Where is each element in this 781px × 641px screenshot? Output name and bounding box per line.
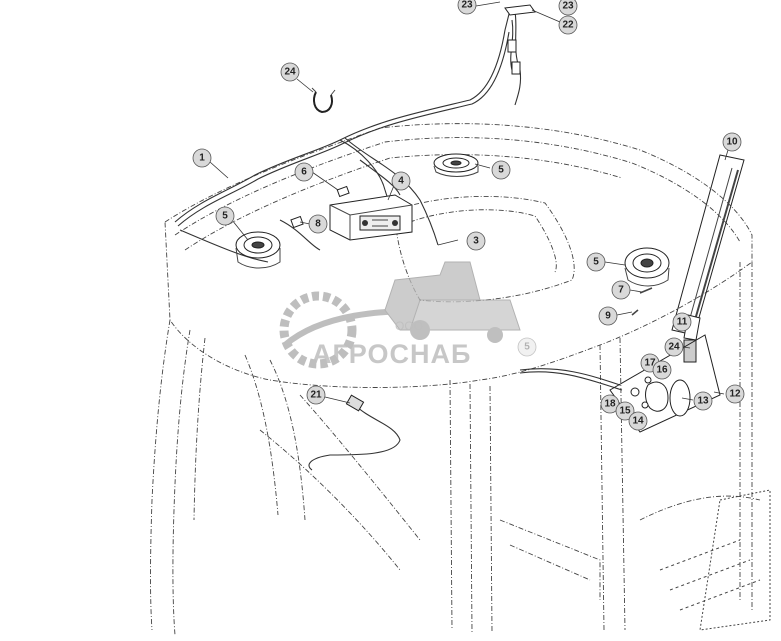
callout-14: 14 bbox=[628, 411, 648, 431]
callout-12-label: 12 bbox=[729, 389, 741, 400]
callout-7-label: 7 bbox=[618, 285, 624, 296]
callout-4-label: 4 bbox=[398, 176, 404, 187]
callout-13: 13 bbox=[693, 391, 713, 411]
callout-16-label: 16 bbox=[656, 365, 668, 376]
callout-1-label: 1 bbox=[199, 153, 205, 164]
connector-6 bbox=[336, 185, 350, 198]
callout-22b: 23 bbox=[558, 0, 578, 16]
callout-3-label: 3 bbox=[473, 236, 479, 247]
connector-8 bbox=[290, 215, 304, 229]
callout-8-label: 8 bbox=[315, 219, 321, 230]
screw-9 bbox=[631, 309, 639, 316]
callout-5-left-label: 5 bbox=[222, 211, 228, 222]
callout-10: 10 bbox=[722, 132, 742, 152]
callout-1: 1 bbox=[192, 148, 212, 168]
watermark-brand: АГРОСНАБ bbox=[312, 339, 471, 369]
callout-9-label: 9 bbox=[605, 311, 611, 322]
callout-13-label: 13 bbox=[697, 396, 709, 407]
callout-7: 7 bbox=[611, 280, 631, 300]
callout-20-label: 21 bbox=[310, 390, 322, 401]
screw-7 bbox=[639, 287, 653, 294]
callout-21: 22 bbox=[558, 15, 578, 35]
clip-24 bbox=[311, 87, 336, 114]
callout-3: 3 bbox=[466, 231, 486, 251]
callout-9: 9 bbox=[598, 306, 618, 326]
speaker-center bbox=[433, 153, 479, 177]
callout-15-label: 15 bbox=[619, 406, 631, 417]
callout-23: 24 bbox=[664, 337, 684, 357]
callout-4: 4 bbox=[391, 171, 411, 191]
watermark-logo: ООО АГРОСНАБ bbox=[279, 261, 521, 369]
callout-18-label: 18 bbox=[604, 399, 616, 410]
callout-10-label: 10 bbox=[726, 137, 738, 148]
callout-6: 6 bbox=[294, 162, 314, 182]
cab-frame bbox=[150, 123, 771, 636]
callout-5-center: 5 bbox=[491, 160, 511, 180]
wiring-harness bbox=[174, 9, 623, 471]
callout-17-label: 17 bbox=[644, 358, 656, 369]
callout-5-center-label: 5 bbox=[498, 165, 504, 176]
callout-11-label: 11 bbox=[677, 317, 688, 328]
callout-24-label: 24 bbox=[284, 67, 296, 78]
speaker-left bbox=[235, 231, 281, 269]
callout-11: 11 bbox=[672, 312, 692, 332]
callout-5-ghost: 5 bbox=[517, 337, 537, 357]
callout-5-right-label: 5 bbox=[593, 257, 599, 268]
callout-15: 15 bbox=[615, 401, 635, 421]
connector-20 bbox=[345, 394, 365, 412]
callout-5-ghost-label: 5 bbox=[524, 342, 530, 353]
callout-5-left: 5 bbox=[215, 206, 235, 226]
callout-23-label: 24 bbox=[668, 342, 680, 353]
callout-22b-label: 23 bbox=[562, 1, 574, 12]
callout-21-label: 22 bbox=[562, 20, 574, 31]
radio-unit bbox=[329, 194, 413, 241]
callout-24: 24 bbox=[280, 62, 300, 82]
callout-22a: 23 bbox=[457, 0, 477, 15]
callout-12: 12 bbox=[725, 384, 745, 404]
callout-20: 21 bbox=[306, 385, 326, 405]
callout-16: 16 bbox=[652, 360, 672, 380]
speaker-right bbox=[624, 247, 670, 287]
antenna-base-21 bbox=[504, 4, 536, 75]
antenna-assembly bbox=[609, 154, 745, 433]
callout-6-label: 6 bbox=[301, 167, 307, 178]
watermark-prefix: ООО bbox=[395, 319, 423, 333]
callout-22a-label: 23 bbox=[461, 0, 473, 11]
callout-14-label: 14 bbox=[632, 416, 644, 427]
callout-8: 8 bbox=[308, 214, 328, 234]
callout-5-right: 5 bbox=[586, 252, 606, 272]
